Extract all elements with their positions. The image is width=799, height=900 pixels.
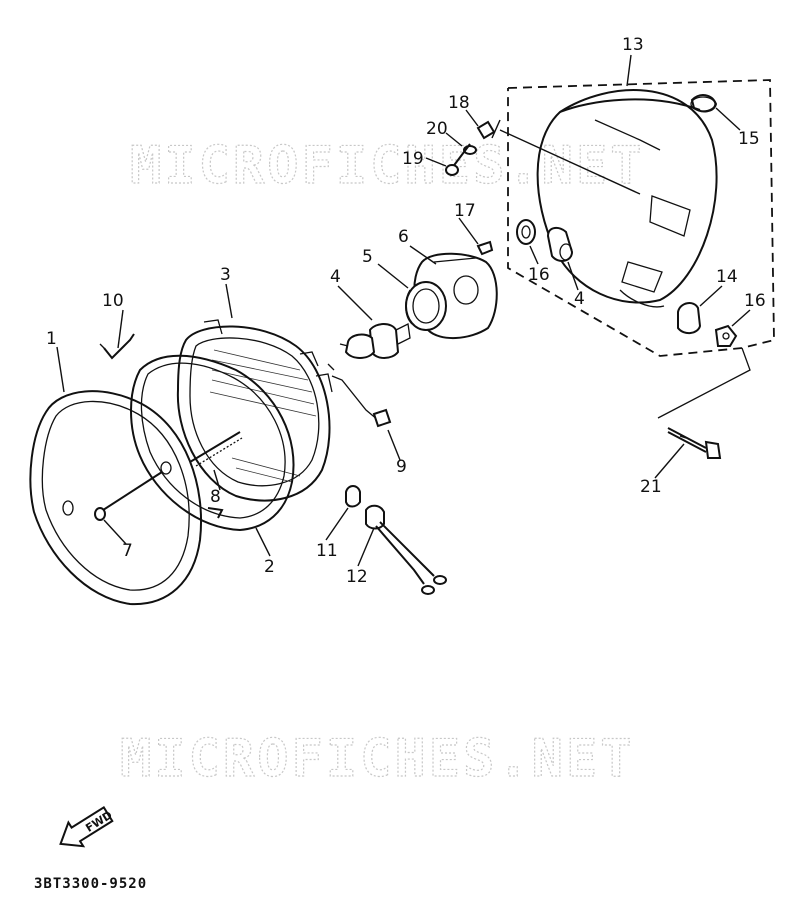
label-15: 15 — [738, 129, 760, 149]
label-19: 19 — [402, 149, 424, 169]
watermark-bottom: MICROFICHES.NET — [120, 729, 635, 789]
headlight-unit-3 — [176, 319, 335, 502]
collar-4-upper — [546, 226, 574, 262]
label-4-secondary: 4 — [574, 289, 585, 309]
adjust-screw-8 — [189, 431, 243, 467]
label-8: 8 — [210, 487, 221, 507]
label-10: 10 — [102, 291, 124, 311]
rim-1 — [29, 390, 202, 606]
leader-lines — [56, 54, 751, 567]
grommet-16-lower — [714, 324, 738, 347]
forward-arrow: FWD — [59, 806, 115, 848]
label-1: 1 — [46, 329, 57, 349]
leader-21-line — [657, 347, 751, 419]
leader-9-line — [331, 375, 379, 421]
label-16-upper: 16 — [528, 265, 550, 285]
socket-12 — [365, 504, 447, 595]
screw-17 — [476, 240, 494, 256]
label-13: 13 — [622, 35, 644, 55]
label-7: 7 — [122, 541, 133, 561]
label-14: 14 — [716, 267, 738, 287]
label-21: 21 — [640, 477, 662, 497]
label-17: 17 — [454, 201, 476, 221]
label-4: 4 — [330, 267, 341, 287]
bolt-19 — [445, 143, 471, 176]
label-12: 12 — [346, 567, 368, 587]
part-labels: 1 2 3 4 5 6 7 8 9 10 11 12 13 14 15 16 1… — [46, 35, 766, 587]
watermark-top: MICROFICHES.NET — [130, 136, 645, 196]
label-3: 3 — [220, 265, 231, 285]
grommet-16-upper — [516, 219, 536, 245]
label-11: 11 — [316, 541, 338, 561]
label-16: 16 — [744, 291, 766, 311]
label-9: 9 — [396, 457, 407, 477]
drawing-code: 3BT3300-9520 — [34, 876, 147, 892]
headlight-housing — [507, 79, 775, 357]
label-6: 6 — [398, 227, 409, 247]
screw-9 — [372, 408, 392, 428]
label-20: 20 — [426, 119, 448, 139]
label-5: 5 — [362, 247, 373, 267]
label-18: 18 — [448, 93, 470, 113]
clip-15 — [690, 94, 718, 113]
adjust-screw-7 — [94, 471, 163, 521]
bulb-11 — [345, 485, 361, 508]
spring-10 — [99, 333, 135, 360]
rubber-cover-5 — [405, 281, 447, 331]
rim-2 — [130, 354, 295, 532]
label-2: 2 — [264, 557, 275, 577]
collar-14 — [677, 302, 702, 334]
bolt-21 — [667, 427, 722, 459]
bulb-4 — [339, 323, 411, 359]
